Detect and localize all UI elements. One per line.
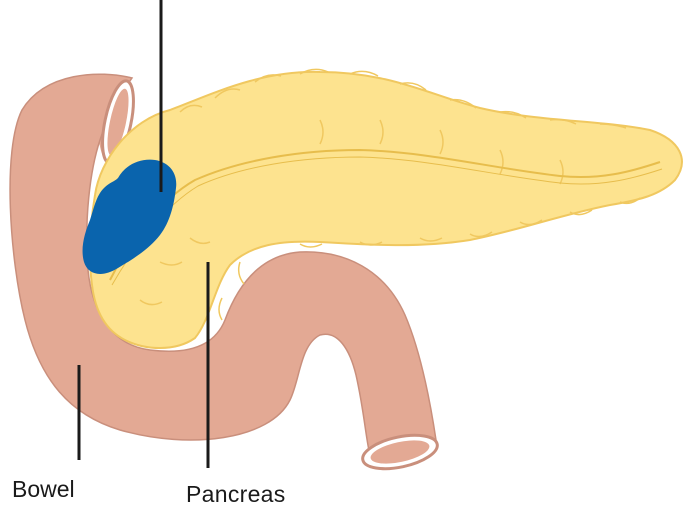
- bowel-label: Bowel: [12, 478, 75, 501]
- pancreas-label: Pancreas: [186, 483, 286, 506]
